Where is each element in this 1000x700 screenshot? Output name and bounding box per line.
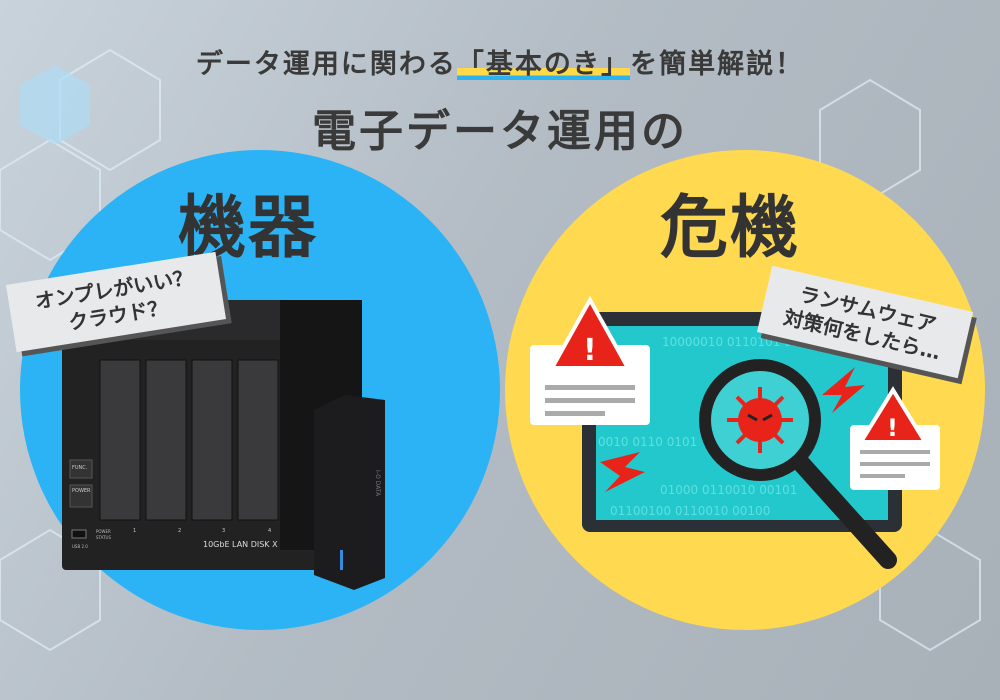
bay-number: 3 xyxy=(222,528,225,534)
lightning-icons xyxy=(600,367,865,492)
subtitle: データ運用に関わる「基本のき」を簡単解説！ xyxy=(0,42,1000,81)
bay-number: 1 xyxy=(133,528,136,534)
led-power-label: POWER xyxy=(96,529,111,534)
device-brand: 10GbE LAN DISK X xyxy=(203,540,278,549)
subtitle-text-end: を簡単解説！ xyxy=(630,49,805,80)
binary-line: 10000010 0110101 01101 xyxy=(662,335,822,349)
binary-line: 01000 0110010 00101 xyxy=(660,483,797,497)
bay-number: 2 xyxy=(178,528,181,534)
binary-text: 10000010 0110101 01101 0010 0110 0101 01… xyxy=(598,335,822,518)
page-title: 電子データ運用の xyxy=(312,106,688,157)
hdd-brand: I-O DATA xyxy=(374,470,381,497)
led-status-label: STATUS xyxy=(96,535,111,540)
power-label: POWER xyxy=(72,488,91,494)
bay-number: 4 xyxy=(268,528,271,534)
nas-device: FUNC. POWER POWER STATUS USB 2.0 1 2 3 4… xyxy=(62,300,385,590)
warning-icon xyxy=(548,295,632,370)
magnifier-virus xyxy=(699,359,897,569)
alert-card-right: ! xyxy=(850,386,940,490)
svg-text:!: ! xyxy=(887,414,898,442)
func-label: FUNC. xyxy=(72,465,88,471)
binary-line: 0010 0110 0101 xyxy=(598,435,697,449)
binary-line: 01100100 0110010 00100 xyxy=(610,504,770,518)
crisis-heading: 危機 xyxy=(660,189,801,268)
subtitle-highlight: 「基本のき」 xyxy=(456,49,631,80)
warning-icon xyxy=(857,386,929,444)
usb-label: USB 2.0 xyxy=(72,544,88,549)
alert-card-left: ! xyxy=(530,295,650,425)
svg-text:!: ! xyxy=(583,333,597,368)
subtitle-text: データ運用に関わる xyxy=(195,49,457,80)
